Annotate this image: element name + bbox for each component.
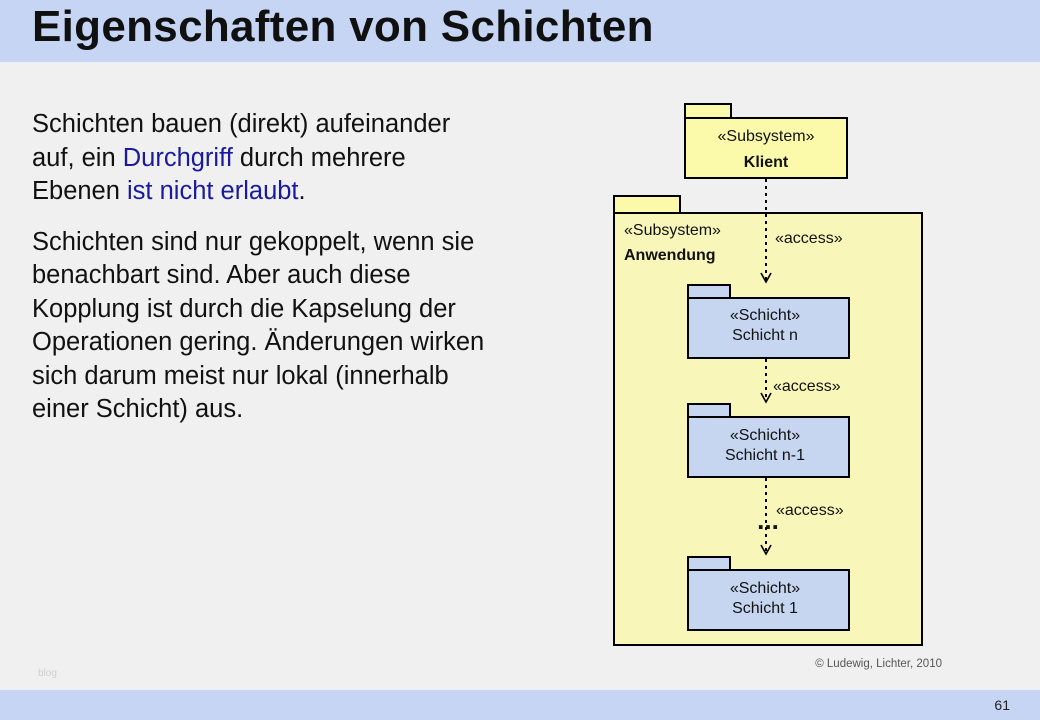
layer-schicht-n-1-tab	[687, 403, 731, 419]
layer-schicht-1: «Schicht» Schicht 1	[687, 556, 850, 631]
klient-stereotype: «Subsystem»	[718, 128, 815, 145]
paragraph-layers-build: Schichten bauen (direkt) aufeinander auf…	[32, 108, 492, 209]
layer-schicht-n-tab	[687, 284, 731, 300]
page-number: 61	[994, 697, 1010, 713]
highlight-not-allowed: ist nicht erlaubt	[127, 177, 299, 205]
ellipsis: ...	[757, 505, 779, 535]
paragraph-1-part-1: Schichten bauen (direkt) aufeinander auf…	[32, 110, 451, 172]
paragraph-coupling: Schichten sind nur gekoppelt, wenn sie b…	[32, 227, 485, 424]
footer-bar: 61	[0, 690, 1040, 720]
paragraph-1-part-2: durch mehrere Ebenen	[32, 143, 406, 206]
paragraph-1-part-3: .	[298, 177, 306, 205]
highlight-durchgriff: Durchgriff	[122, 143, 233, 172]
layer-schicht-n-1-name: Schicht n-1	[725, 447, 805, 464]
layer-schicht-n-1-body	[687, 416, 850, 478]
title-bar: Eigenschaften von Schichten	[0, 0, 1040, 62]
layer-schicht-1-body	[687, 569, 850, 631]
slide-title: Eigenschaften von Schichten	[32, 2, 654, 51]
layer-schicht-n-1-stereotype: «Schicht»	[730, 427, 800, 444]
access-label-2: «access»	[773, 378, 841, 395]
access-label-3: «access»	[776, 502, 844, 519]
anwendung-stereotype: «Subsystem»	[624, 222, 721, 239]
layer-schicht-1-tab	[687, 556, 731, 572]
package-anwendung-tab	[613, 195, 681, 215]
package-klient-body	[684, 117, 848, 179]
copyright-note: © Ludewig, Lichter, 2010	[815, 658, 942, 670]
package-klient: «Subsystem» Klient	[684, 103, 848, 179]
access-label-1: «access»	[775, 230, 843, 247]
package-klient-tab	[684, 103, 732, 120]
layer-schicht-n-1: «Schicht» Schicht n-1	[687, 403, 850, 478]
text-content: Schichten bauen (direkt) aufeinander auf…	[32, 108, 492, 444]
layer-schicht-n-stereotype: «Schicht»	[730, 307, 800, 324]
layer-schicht-n-body	[687, 297, 850, 359]
layer-schicht-1-name: Schicht 1	[732, 600, 798, 617]
layer-schicht-n: «Schicht» Schicht n	[687, 284, 850, 359]
layer-schicht-1-stereotype: «Schicht»	[730, 580, 800, 597]
klient-name: Klient	[744, 154, 789, 171]
layer-schicht-n-name: Schicht n	[732, 327, 798, 344]
watermark-text: blog	[38, 668, 57, 679]
anwendung-name: Anwendung	[624, 247, 716, 264]
